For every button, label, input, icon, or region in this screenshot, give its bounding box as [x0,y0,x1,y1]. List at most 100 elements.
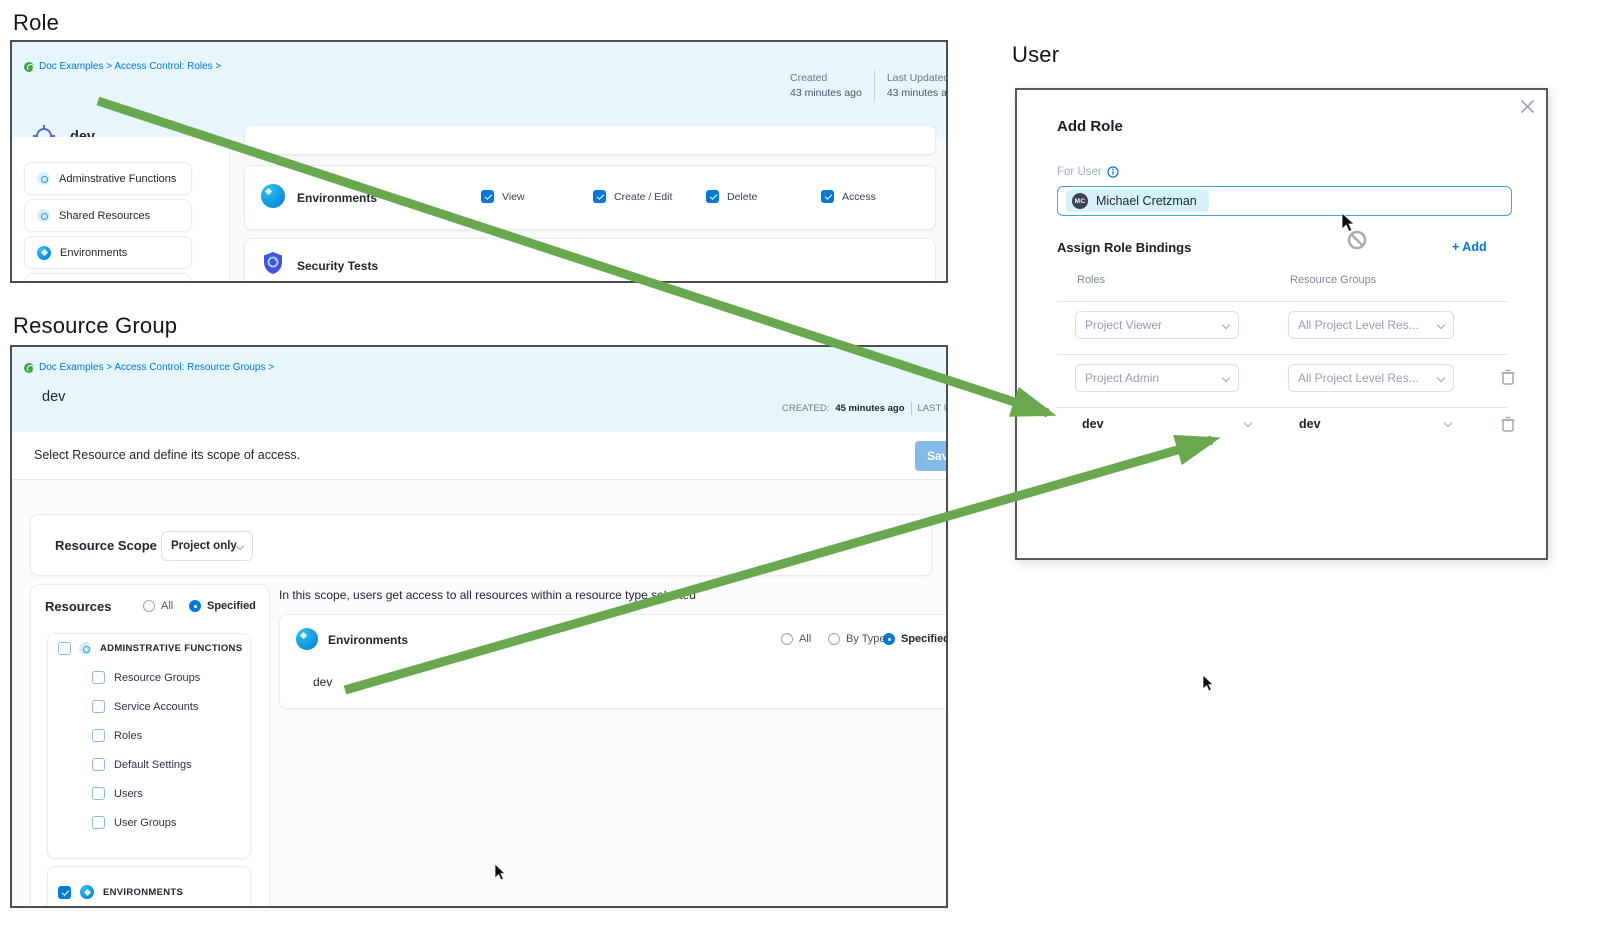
create-edit-checkbox[interactable] [593,190,606,203]
scope-hint-text: In this scope, users get access to all r… [279,588,696,602]
assign-role-bindings-label: Assign Role Bindings [1057,240,1192,255]
checkbox-icon[interactable] [58,642,71,655]
scope-radio-all[interactable]: All [781,633,811,645]
chevron-down-icon [235,541,245,551]
resource-scope-select[interactable]: Project only [161,531,253,561]
tree-item-service-accounts[interactable]: Service Accounts [92,700,198,713]
for-user-input[interactable]: MC Michael Cretzman [1057,186,1512,216]
permission-delete[interactable]: Delete [706,190,757,203]
for-user-label: For User [1057,166,1102,178]
breadcrumb[interactable]: Doc Examples > Access Control: Resource … [24,362,274,373]
checkbox-icon[interactable] [58,885,71,899]
resources-column: Resources All Specified ADMINSTRATIVE FU… [30,584,270,906]
chevron-down-icon [1436,373,1446,383]
checkbox-icon[interactable] [92,787,105,800]
resources-radio-specified[interactable]: Specified [189,600,256,612]
avatar: MC [1072,193,1088,209]
tree-item-roles[interactable]: Roles [92,729,142,742]
scope-radio-specified[interactable]: Specified [883,633,946,645]
user-chip[interactable]: MC Michael Cretzman [1066,190,1209,212]
resource-scope-label: Resource Scope [55,538,157,553]
checkbox-icon[interactable] [92,816,105,829]
sidebar-item-environments[interactable]: Environments [24,236,192,269]
permission-card-security-tests: Security Tests [244,238,936,281]
add-binding-button[interactable]: + Add [1452,240,1487,254]
resource-group-content: Resource Scope Project only Resources Al… [12,480,946,906]
permission-create-edit[interactable]: Create / Edit [593,190,672,203]
row-divider [1057,301,1507,302]
scope-selected-item: dev [313,675,333,689]
environments-icon [80,885,94,899]
last-updated-label: Last Updated [886,72,948,84]
checkbox-icon[interactable] [92,700,105,713]
scope-subtitle: Select Resource and define its scope of … [34,448,301,462]
sidebar-item-partial [24,273,192,281]
resource-tree-card: ADMINSTRATIVE FUNCTIONS Resource Groups … [47,633,251,859]
delete-checkbox[interactable] [706,190,719,203]
project-logo-icon [24,61,34,72]
sidebar-item-administrative-functions[interactable]: Adminstrative Functions [24,162,192,195]
chevron-down-icon [1436,320,1446,330]
admin-functions-icon [37,172,50,185]
tree-item-resource-groups[interactable]: Resource Groups [92,671,200,684]
access-checkbox[interactable] [821,190,834,203]
row-divider [1057,407,1507,408]
role-meta: Created 43 minutes ago Last Updated 43 m… [790,70,948,102]
scope-environments-card: Environments All By Type Specified dev [279,614,946,709]
user-chip-name: Michael Cretzman [1096,194,1197,208]
permission-access[interactable]: Access [821,190,876,203]
environments-group-card[interactable]: ENVIRONMENTS [47,866,251,906]
user-section-heading: User [1012,42,1060,67]
modal-title: Add Role [1057,118,1123,135]
view-checkbox[interactable] [481,190,494,203]
sidebar-item-shared-resources[interactable]: Shared Resources [24,199,192,232]
resources-radio-all[interactable]: All [143,600,173,612]
tree-parent-admin-functions[interactable]: ADMINSTRATIVE FUNCTIONS [58,642,242,655]
created-value: 43 minutes ago [790,87,862,99]
created-value: 45 minutes ago [835,403,905,414]
breadcrumb[interactable]: Doc Examples > Access Control: Roles > [24,61,221,72]
breadcrumb-text[interactable]: Doc Examples > Access Control: Roles > [39,61,222,72]
resource-group-panel: Doc Examples > Access Control: Resource … [10,345,948,908]
radio-icon[interactable] [189,600,201,612]
last-updated-value: 43 minutes ago [886,87,947,99]
role-select-row2[interactable]: Project Admin [1075,364,1239,392]
permission-resource-label: Security Tests [297,259,379,273]
permission-card-environments: Environments View Create / Edit Delete A… [244,165,936,230]
radio-icon[interactable] [828,633,840,645]
resource-groups-column-header: Resource Groups [1290,274,1377,286]
close-icon[interactable] [1520,99,1535,114]
meta-divider [910,402,912,415]
checkbox-icon[interactable] [92,758,105,771]
trash-icon[interactable] [1500,368,1516,386]
trash-icon[interactable] [1500,415,1516,433]
info-icon[interactable] [1107,166,1119,178]
role-sidebar: Adminstrative Functions Shared Resources… [12,137,230,281]
resource-group-select-row1[interactable]: All Project Level Res... [1288,311,1454,339]
role-select-row1[interactable]: Project Viewer [1075,311,1239,339]
tree-item-default-settings[interactable]: Default Settings [92,758,192,771]
save-button[interactable]: Save [915,441,946,471]
chevron-down-icon[interactable] [1443,418,1453,428]
breadcrumb-text[interactable]: Doc Examples > Access Control: Resource … [39,362,275,373]
tree-item-user-groups[interactable]: User Groups [92,816,176,829]
resource-group-select-row2[interactable]: All Project Level Res... [1288,364,1454,392]
environments-icon [37,245,51,260]
radio-icon[interactable] [143,600,155,612]
checkbox-icon[interactable] [92,671,105,684]
environments-icon [296,628,318,650]
environments-icon [261,184,285,208]
resource-scope-card: Resource Scope Project only [30,514,932,576]
role-permissions-pane: Environments View Create / Edit Delete A… [230,125,946,281]
checkbox-icon[interactable] [92,729,105,742]
shared-resources-icon [37,209,50,222]
radio-icon[interactable] [781,633,793,645]
tree-item-users[interactable]: Users [92,787,143,800]
security-tests-icon [264,252,282,274]
scope-radio-by-type[interactable]: By Type [828,633,886,645]
chevron-down-icon[interactable] [1243,418,1253,428]
radio-icon[interactable] [883,633,895,645]
meta-divider [873,70,875,102]
permission-view[interactable]: View [481,190,525,203]
created-label: Created [790,72,828,84]
